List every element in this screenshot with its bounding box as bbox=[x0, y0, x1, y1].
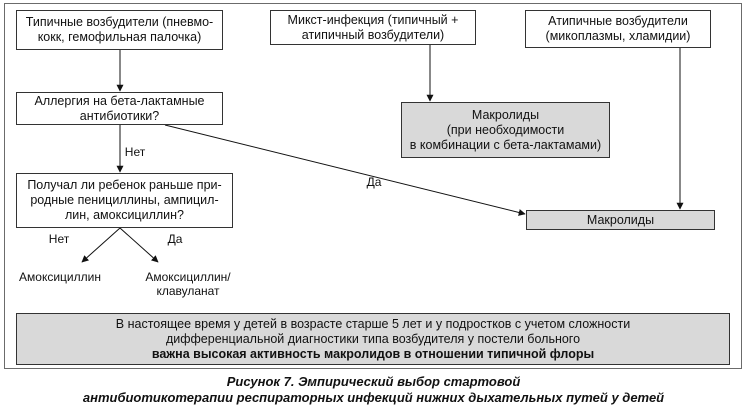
mixed-infection-text: Микст-инфекция (типичный + атипичный воз… bbox=[287, 12, 459, 42]
allergy-question-text: Аллергия на бета-лактамные антибиотики? bbox=[34, 93, 205, 123]
edge-label-yes-prior: Да bbox=[167, 232, 183, 246]
macrolides-text: Макролиды bbox=[586, 212, 655, 227]
figure-frame bbox=[4, 3, 742, 369]
macrolides-combo-box: Макролиды (при необходимости в комбинаци… bbox=[401, 102, 610, 158]
macrolides-combo-text: Макролиды (при необходимости в комбинаци… bbox=[409, 107, 602, 152]
outcome-amoxicillin: Амоксициллин bbox=[19, 270, 101, 284]
prior-penicillin-question-text: Получал ли ребенок раньше при- родные пе… bbox=[27, 178, 222, 222]
note-line-2: дифференциальной диагностики типа возбуд… bbox=[165, 331, 581, 346]
mixed-infection-box: Микст-инфекция (типичный + атипичный воз… bbox=[270, 10, 476, 45]
atypical-pathogens-text: Атипичные возбудители (микоплазмы, хлами… bbox=[545, 14, 691, 43]
figure-caption-line-2: антибиотикотерапии респираторных инфекци… bbox=[82, 390, 665, 405]
allergy-question-box: Аллергия на бета-лактамные антибиотики? bbox=[16, 92, 223, 125]
typical-pathogens-text: Типичные возбудители (пневмо- кокк, гемо… bbox=[25, 15, 214, 44]
macrolides-box: Макролиды bbox=[526, 210, 715, 230]
note-line-1: В настоящее время у детей в возрасте ста… bbox=[115, 316, 631, 331]
note-box: В настоящее время у детей в возрасте ста… bbox=[16, 313, 730, 365]
arrow-prior-yes bbox=[119, 227, 159, 263]
atypical-pathogens-box: Атипичные возбудители (микоплазмы, хлами… bbox=[525, 10, 711, 48]
arrow-allergy-yes bbox=[164, 124, 526, 216]
note-line-3-emphasis: важна высокая активность макролидов в от… bbox=[151, 346, 595, 361]
edge-label-no-prior: Нет bbox=[48, 232, 70, 246]
prior-penicillin-question-box: Получал ли ребенок раньше при- родные пе… bbox=[16, 173, 233, 228]
edge-label-yes-allergy: Да bbox=[366, 175, 382, 189]
arrow-prior-no bbox=[81, 227, 121, 263]
figure-caption-line-1: Рисунок 7. Эмпирический выбор стартовой bbox=[226, 374, 521, 389]
edge-label-no-allergy: Нет bbox=[124, 145, 146, 159]
typical-pathogens-box: Типичные возбудители (пневмо- кокк, гемо… bbox=[16, 10, 223, 50]
outcome-amoxicillin-clavulanate: Амоксициллин/ клавуланат bbox=[145, 270, 231, 298]
